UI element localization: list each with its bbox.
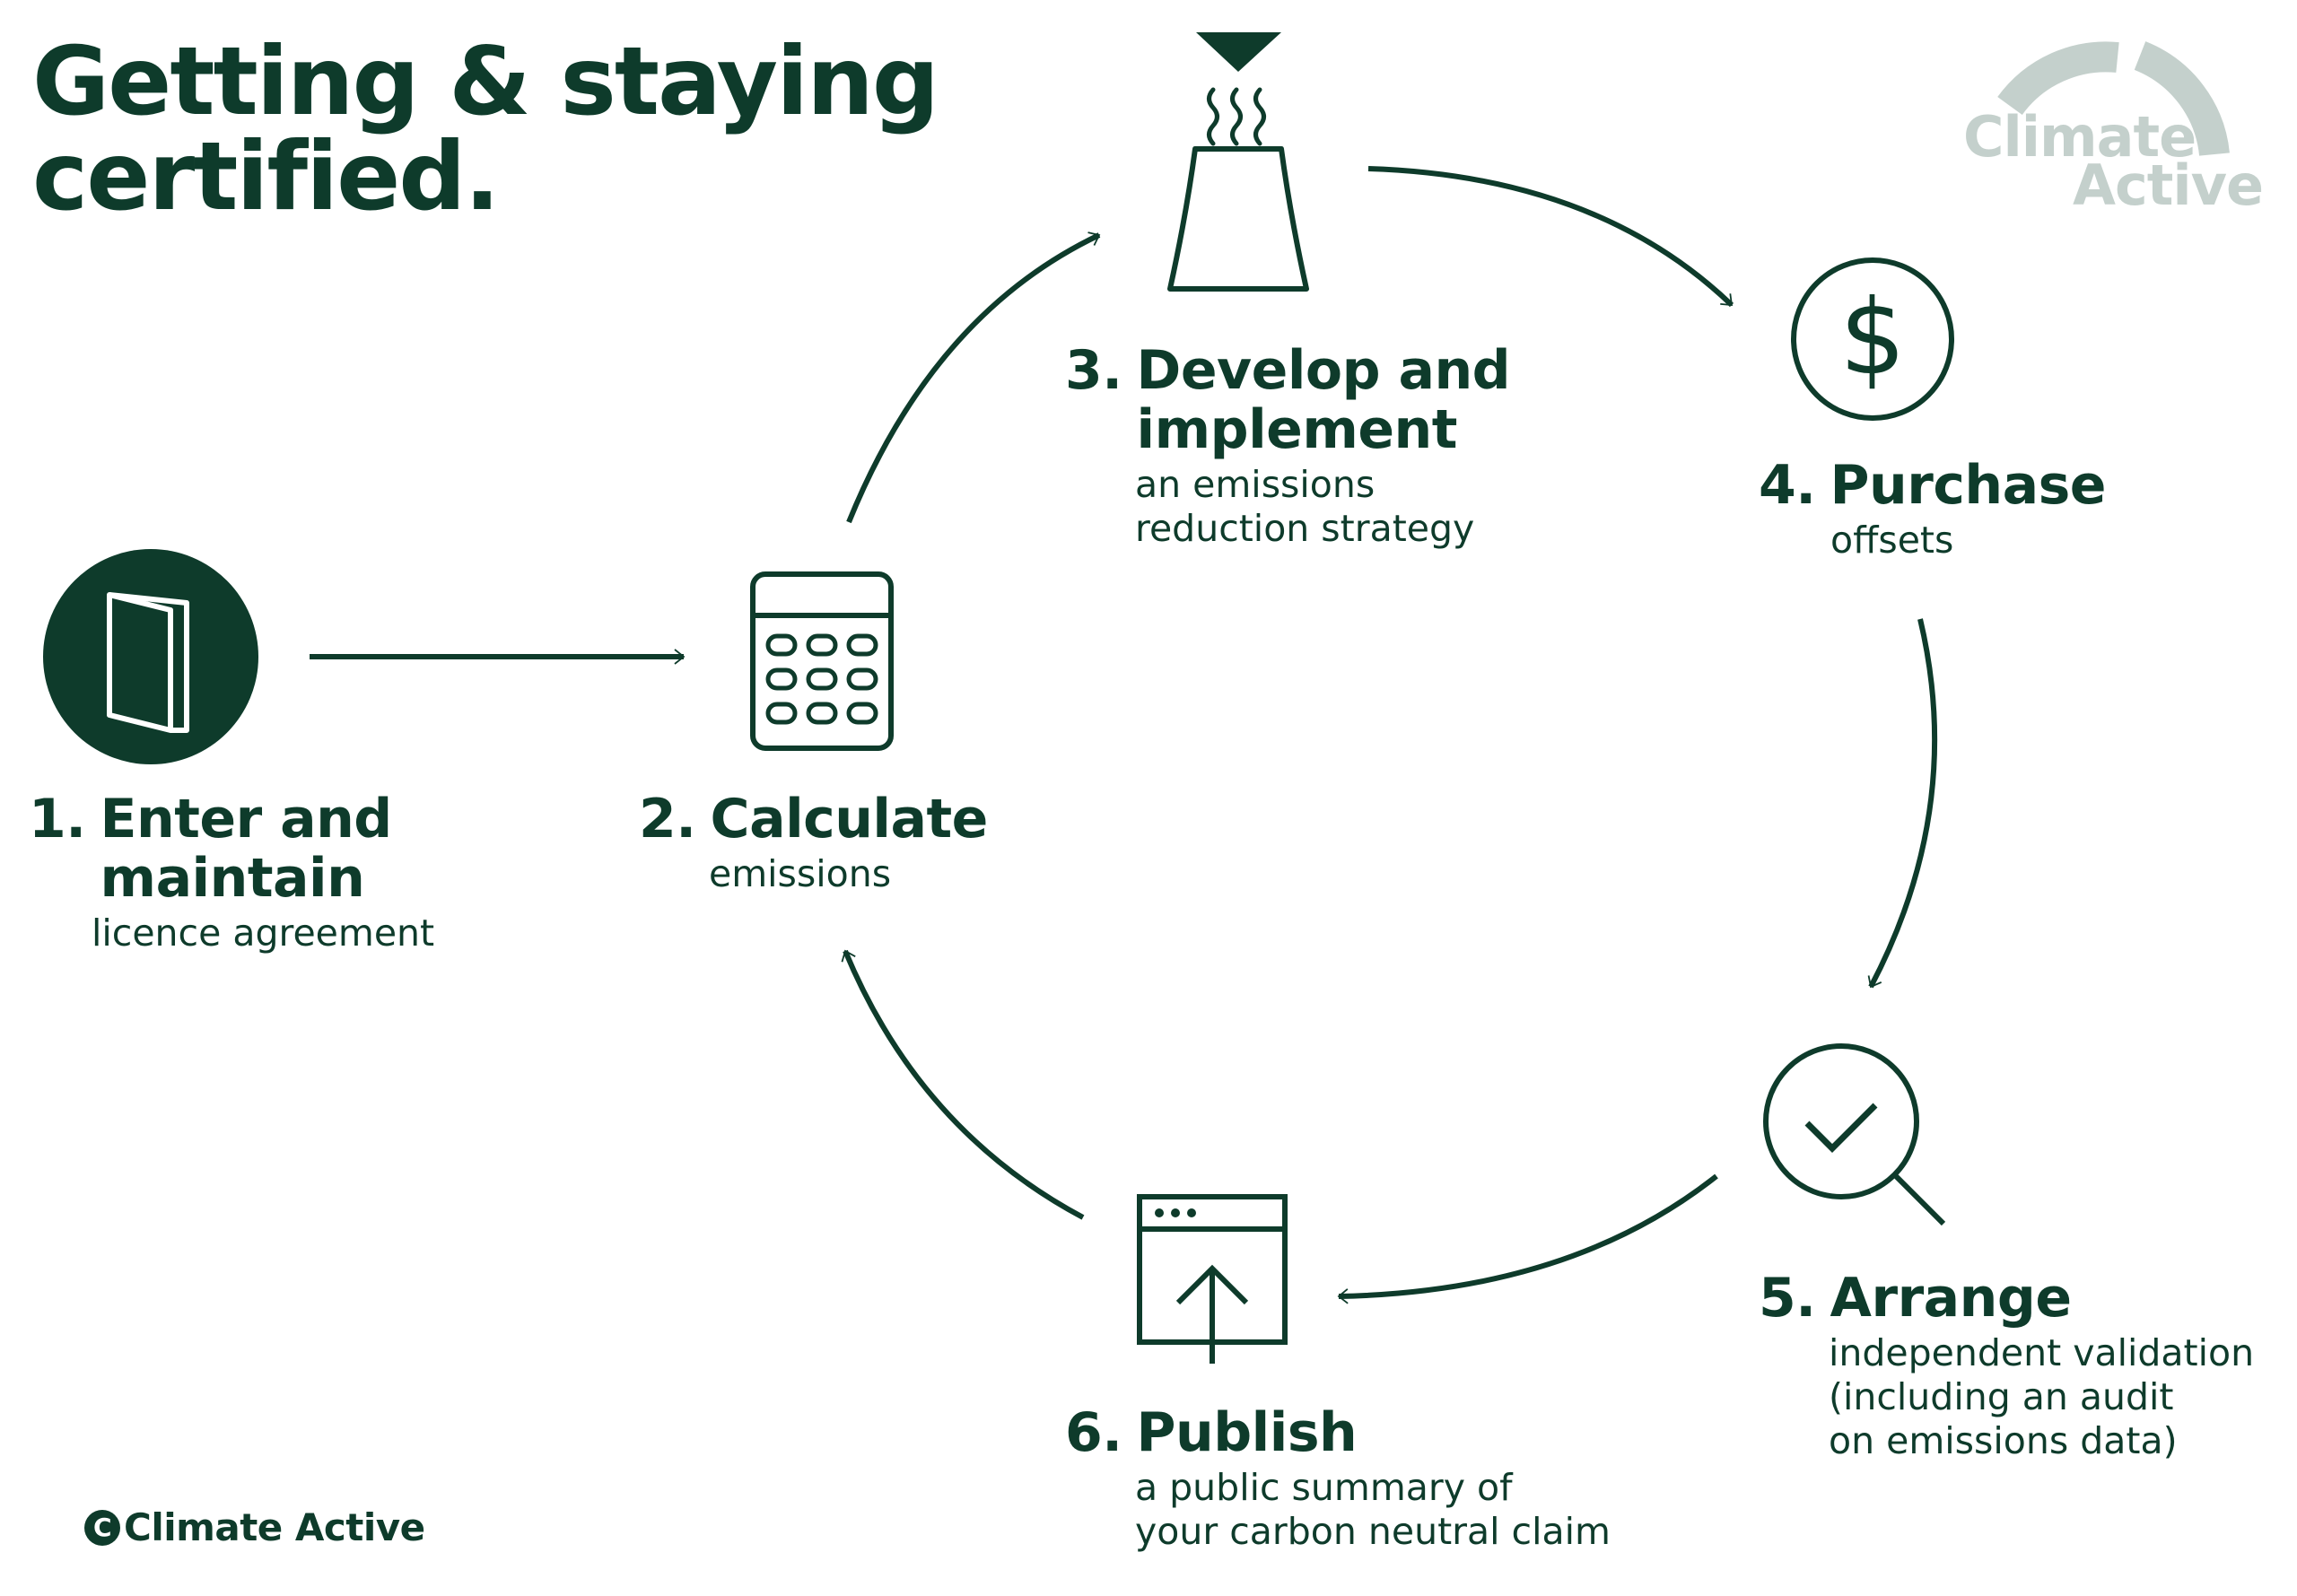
dollar-icon: $ bbox=[1791, 257, 1954, 421]
step-description: reduction strategy bbox=[1135, 507, 1475, 550]
step-heading: Enter and bbox=[100, 788, 393, 850]
step-5: 5. Arrange independent validation (inclu… bbox=[1759, 1269, 2254, 1463]
step-2: 2. Calculate emissions bbox=[639, 789, 988, 896]
calculator-icon bbox=[750, 571, 894, 751]
step-description: independent validation bbox=[1829, 1331, 2255, 1374]
step-description: offsets bbox=[1830, 519, 1954, 562]
step-heading: Arrange bbox=[1830, 1267, 2072, 1330]
step-number: 4. bbox=[1759, 454, 1816, 517]
arrow-2-to-3 bbox=[846, 231, 1101, 524]
svg-text:$: $ bbox=[1839, 277, 1906, 398]
step-number: 3. bbox=[1065, 339, 1122, 402]
step-description: emissions bbox=[709, 852, 892, 895]
step-heading: implement bbox=[1136, 398, 1458, 461]
logo-text-climate: Climate bbox=[1963, 104, 2197, 170]
folder-icon bbox=[43, 549, 258, 764]
factory-icon bbox=[1167, 32, 1309, 292]
logo-text-active: Active bbox=[2073, 153, 2264, 218]
step-number: 1. bbox=[29, 788, 86, 850]
step-description: licence agreement bbox=[92, 911, 435, 955]
climate-active-logo: Climate Active bbox=[1958, 29, 2264, 217]
step-1: 1. Enter and maintain licence agreement bbox=[29, 789, 434, 955]
step-heading: maintain bbox=[100, 847, 365, 910]
step-4: 4. Purchase offsets bbox=[1759, 454, 2107, 563]
step-description: your carbon neutral claim bbox=[1135, 1510, 1611, 1553]
step-description: a public summary of bbox=[1135, 1466, 1513, 1509]
magnifier-check-icon bbox=[1763, 1043, 1946, 1226]
step-3: 3. Develop and implement an emissions re… bbox=[1065, 339, 1511, 551]
step-6: 6. Publish a public summary of your carb… bbox=[1065, 1403, 1611, 1554]
arrow-4-to-5 bbox=[1867, 618, 1938, 989]
climate-active-logo-arc bbox=[1997, 41, 2230, 157]
arrow-5-to-6 bbox=[1337, 1173, 1718, 1304]
footer-brand-text: Climate Active bbox=[124, 1505, 425, 1549]
step-number: 6. bbox=[1065, 1401, 1122, 1464]
climate-active-mark-icon: C bbox=[84, 1509, 120, 1546]
browser-upload-icon bbox=[1137, 1194, 1288, 1364]
step-description: an emissions bbox=[1135, 463, 1376, 506]
page-title: Getting & staying certified. bbox=[32, 27, 939, 231]
step-description: on emissions data) bbox=[1829, 1419, 2178, 1462]
step-heading: Calculate bbox=[710, 788, 989, 850]
step-heading: Publish bbox=[1136, 1401, 1358, 1464]
step-heading: Develop and bbox=[1136, 339, 1511, 402]
step-number: 5. bbox=[1759, 1267, 1816, 1330]
step-heading: Purchase bbox=[1830, 454, 2107, 517]
arrow-6-to-2 bbox=[841, 949, 1085, 1220]
step-number: 2. bbox=[639, 788, 696, 850]
step-description: (including an audit bbox=[1829, 1375, 2174, 1418]
footer-brand: C Climate Active bbox=[84, 1505, 425, 1549]
arrow-3-to-4 bbox=[1367, 166, 1734, 308]
